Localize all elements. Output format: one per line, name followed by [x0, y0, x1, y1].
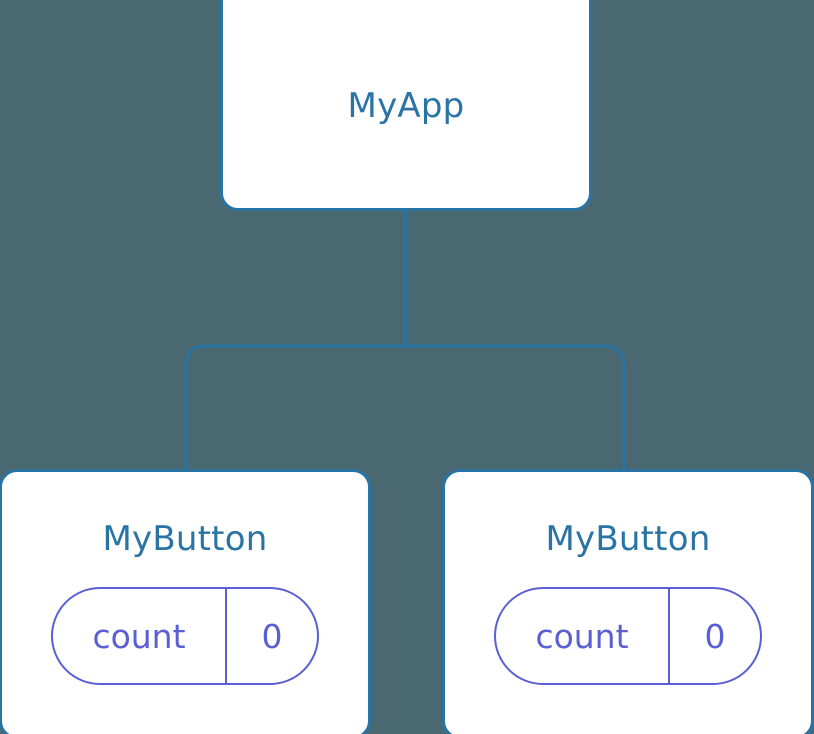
- state-key-label-right: count: [535, 616, 629, 656]
- state-value-label-right: 0: [704, 616, 726, 656]
- state-pill-right[interactable]: count 0: [494, 587, 762, 685]
- node-myapp[interactable]: MyApp: [220, 0, 592, 211]
- state-value-right: 0: [670, 589, 760, 683]
- node-title-mybutton-right: MyButton: [545, 519, 711, 559]
- state-value-left: 0: [227, 589, 317, 683]
- node-title-myapp: MyApp: [347, 85, 465, 126]
- state-pill-left[interactable]: count 0: [51, 587, 319, 685]
- state-value-label-left: 0: [261, 616, 283, 656]
- node-mybutton-right[interactable]: MyButton count 0: [442, 469, 814, 734]
- state-key-label-left: count: [92, 616, 186, 656]
- edge-root-to-left-child: [184, 344, 406, 471]
- node-title-mybutton-left: MyButton: [102, 519, 268, 559]
- node-mybutton-left[interactable]: MyButton count 0: [0, 469, 371, 734]
- state-key-right: count: [496, 589, 670, 683]
- edge-root-to-right-child: [405, 344, 626, 471]
- state-key-left: count: [53, 589, 227, 683]
